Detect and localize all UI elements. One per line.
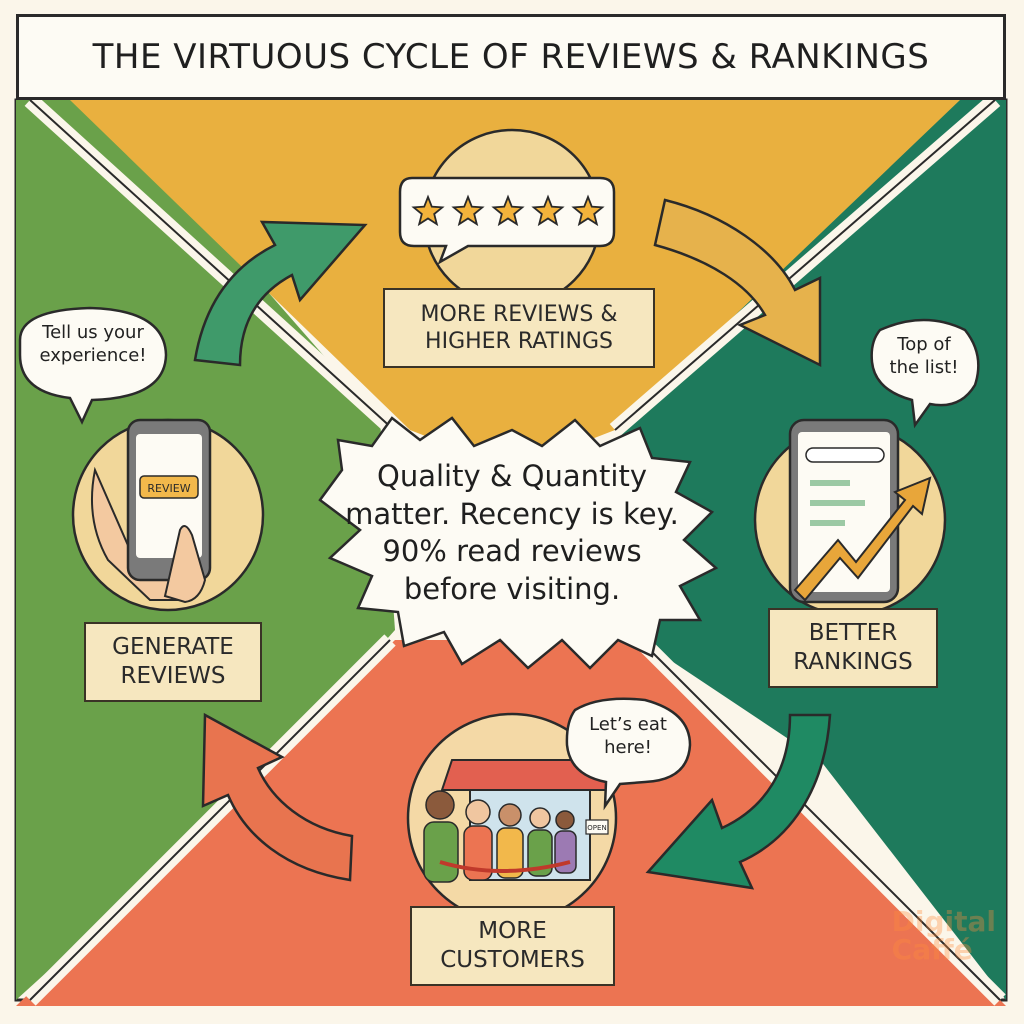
stage-label-line: BETTER <box>808 620 898 647</box>
title-banner: THE VIRTUOUS CYCLE OF REVIEWS & RANKINGS <box>16 14 1006 100</box>
center-line: before visiting. <box>403 572 621 607</box>
stage-label-line: GENERATE <box>112 634 234 661</box>
speech-bubble-bottom-text: Let’s eat here! <box>568 714 688 759</box>
center-line: matter. Recency is key. <box>345 496 679 531</box>
bubble-line: Let’s eat <box>589 714 667 735</box>
page-title: THE VIRTUOUS CYCLE OF REVIEWS & RANKINGS <box>92 37 930 77</box>
center-callout-text: Quality & Quantity matter. Recency is ke… <box>330 458 694 609</box>
watermark-logo: Digital Caffé <box>892 908 996 964</box>
watermark-line: Digital <box>891 905 996 938</box>
bubble-line: here! <box>604 736 652 758</box>
center-line: Quality & Quantity <box>377 459 647 493</box>
bubble-line: Tell us your <box>42 322 144 343</box>
stage-label-bottom: MORE CUSTOMERS <box>410 906 615 986</box>
arrow-left-to-top <box>193 220 368 367</box>
bubble-line: the list! <box>889 356 959 378</box>
center-line: 90% read reviews <box>382 534 642 569</box>
review-phone-button: REVIEW <box>147 482 190 495</box>
star-icon <box>491 194 525 227</box>
speech-bubble-left-text: Tell us your experience! <box>22 322 164 367</box>
stage-label-line: HIGHER RATINGS <box>425 329 613 354</box>
center-burst <box>318 416 719 670</box>
star-icon <box>411 194 445 227</box>
speech-bubble-bottom <box>565 697 692 811</box>
speech-bubble-right-text: Top of the list! <box>872 334 976 379</box>
arrow-right-to-bottom <box>645 713 832 890</box>
stage-label-line: MORE REVIEWS & <box>420 301 618 327</box>
bubble-line: Top of <box>897 334 951 355</box>
stage-label-line: REVIEWS <box>120 663 226 689</box>
stage-label-line: MORE <box>478 918 547 945</box>
arrow-top-to-right <box>653 198 822 368</box>
star-icon <box>451 194 485 227</box>
stage-label-line: CUSTOMERS <box>440 947 585 973</box>
storefront-crowd-icon: OPEN <box>406 712 618 924</box>
phone-review-icon: REVIEW <box>71 418 265 612</box>
speech-bubble-right <box>870 318 980 429</box>
shop-open-sign: OPEN <box>587 824 606 832</box>
stage-label-right: BETTER RANKINGS <box>768 608 938 688</box>
phone-rising-chart-icon <box>753 418 947 617</box>
stage-label-left: GENERATE REVIEWS <box>84 622 262 702</box>
speech-bubble-left <box>18 306 168 425</box>
star-icon <box>531 194 565 227</box>
stage-label-top: MORE REVIEWS & HIGHER RATINGS <box>383 288 655 368</box>
star-rating-icon <box>398 128 616 308</box>
arrow-bottom-to-left <box>201 712 354 882</box>
watermark-line: Caffé <box>891 933 973 966</box>
bubble-line: experience! <box>39 344 147 366</box>
star-icon <box>571 194 605 227</box>
stage-label-line: RANKINGS <box>793 649 913 675</box>
